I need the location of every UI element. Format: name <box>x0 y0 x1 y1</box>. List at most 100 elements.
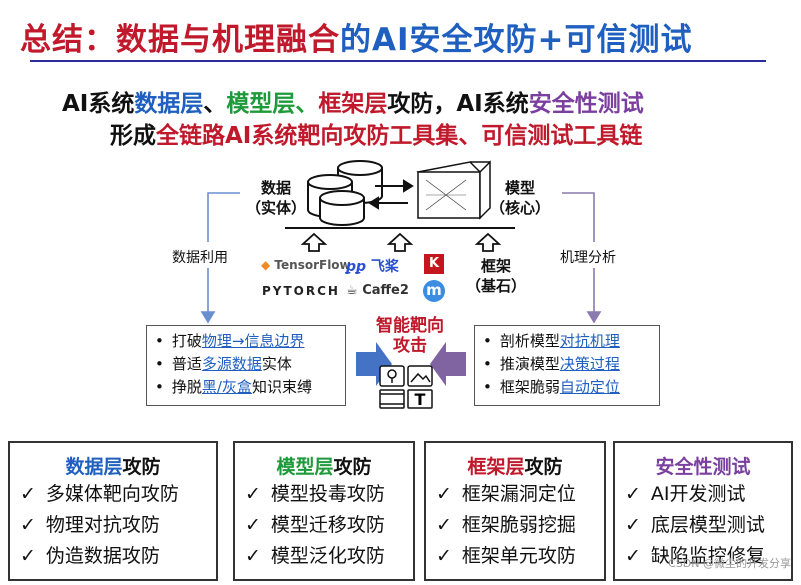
left_box-item-suffix: 实体 <box>261 355 292 373</box>
right_box-item: • 框架脆弱自动定位 <box>483 376 659 399</box>
bullet-icon: • <box>483 355 492 373</box>
bottom-box-item-text: 底层模型测试 <box>650 514 765 536</box>
subtitle1-d: 模型层 <box>226 91 296 117</box>
bottom-box-item-text: 多媒体靶向攻防 <box>45 483 179 505</box>
up-arrow-icons <box>300 232 502 252</box>
subtitle1-b: 数据层 <box>134 91 204 117</box>
bottom-box-item: ✓ 框架漏洞定位 <box>426 479 604 510</box>
bottom-box-item-text: 模型投毒攻防 <box>270 483 385 505</box>
bullet-icon: • <box>483 378 492 396</box>
check-icon: ✓ <box>245 483 261 505</box>
bottom-box-title-suffix: 攻防 <box>333 456 372 478</box>
bottom-box-title: 安全性测试 <box>615 452 791 479</box>
bottom-box-title: 数据层攻防 <box>10 452 216 479</box>
bottom-box-title: 模型层攻防 <box>235 452 413 479</box>
watermark: CSDN @微尘的开发分享 <box>668 557 791 570</box>
bottom-box-title-suffix: 攻防 <box>524 456 563 478</box>
targeted-attack-label: 智能靶向攻击 <box>376 316 444 356</box>
left_box-item-text: 打破 <box>171 332 202 350</box>
right_box-item-text: 框架脆弱 <box>499 378 560 396</box>
bottom-box-item: ✓ 框架脆弱挖掘 <box>426 510 604 541</box>
model-layer-label: 模型（核心） <box>489 179 550 217</box>
subtitle2-b: 全链路AI系统靶向攻防工具集、可信测试工具链 <box>156 123 643 149</box>
bottom-box: 数据层攻防 ✓ 多媒体靶向攻防 ✓物理对抗攻防✓伪造数据攻防 <box>8 441 218 581</box>
check-icon: ✓ <box>625 545 641 567</box>
framework-layer-label: 框架（基石） <box>465 257 526 295</box>
bottom-box-item: ✓ 模型泛化攻防 <box>235 541 413 572</box>
bottom-box: 安全性测试✓AI开发测试✓底层模型测试✓缺陷监控修复 <box>613 441 793 581</box>
subtitle1-a: AI系统 <box>62 91 135 117</box>
left_box-item: •挣脱黑/灰盒知识束缚 <box>155 376 345 399</box>
mechanism-analysis-label: 机理分析 <box>560 250 616 266</box>
bottom-box-title-layer: 安全性测试 <box>655 456 751 478</box>
bottom-box-item-text: 缺陷监控修复 <box>650 545 765 567</box>
bottom-box-item-text: 框架漏洞定位 <box>461 483 576 505</box>
subtitle-line-1: AI系统数据层、模型层、框架层攻防，AI系统安全性测试 <box>62 84 644 118</box>
left_box-item-text: 普适 <box>171 355 202 373</box>
left_box-item-suffix: 知识束缚 <box>251 378 312 396</box>
text-icon: T <box>415 390 426 409</box>
subtitle1-g: 攻防，AI系统 <box>387 91 529 117</box>
bottom-box-item: ✓底层模型测试 <box>615 510 791 541</box>
right_box-item-highlight: 自动定位 <box>559 378 620 396</box>
right_box-item-highlight: 决策过程 <box>559 355 620 373</box>
right_box-item-highlight: 对抗机理 <box>559 332 620 350</box>
database-icon <box>307 160 383 226</box>
bullet-icon: • <box>155 378 164 396</box>
check-icon: ✓ <box>20 545 36 567</box>
bottom-box-item-text: 模型泛化攻防 <box>270 545 385 567</box>
pytorch-logo: PYTORCH <box>262 284 340 298</box>
left_box-item: • 普适多源数据实体 <box>155 353 345 376</box>
left-flow-line <box>200 192 240 324</box>
data-utilization-box: •打破物理→信息边界•普适多源数据实体•挣脱黑/灰盒知识束缚 <box>146 325 346 406</box>
bottom-box-title-layer: 数据层 <box>65 456 123 478</box>
bullet-icon: • <box>155 355 164 373</box>
media-icons <box>379 365 433 409</box>
bottom-box-item: ✓伪造数据攻防 <box>10 541 216 572</box>
mechanism-analysis-box: •剖析模型对抗机理 • 推演模型决策过程 • 框架脆弱自动定位 <box>474 325 660 406</box>
exchange-arrows-icon <box>368 179 414 210</box>
diagram-graphics: T <box>200 160 602 409</box>
check-icon: ✓ <box>245 514 261 536</box>
check-icon: ✓ <box>436 483 452 505</box>
bottom-box-title-suffix: 攻防 <box>122 456 161 478</box>
bottom-box-item-text: 框架单元攻防 <box>461 545 576 567</box>
right-big-arrow <box>430 342 466 386</box>
subtitle1-h: 安全性测试 <box>528 91 644 117</box>
bottom-box-item-text: 模型迁移攻防 <box>270 514 385 536</box>
bullet-icon: • <box>155 332 164 350</box>
neural-network-icon <box>416 160 491 220</box>
data-layer-label: 数据（实体） <box>245 179 306 217</box>
title-divider <box>30 60 766 62</box>
bottom-box-item-text: 框架脆弱挖掘 <box>461 514 576 536</box>
bottom-box-item: ✓物理对抗攻防 <box>10 510 216 541</box>
subtitle-line-2: 形成全链路AI系统靶向攻防工具集、可信测试工具链 <box>110 116 642 150</box>
check-icon: ✓ <box>436 545 452 567</box>
subtitle2-a: 形成 <box>110 123 156 149</box>
right_box-item: • 推演模型决策过程 <box>483 353 659 376</box>
right-flow-line <box>562 192 602 324</box>
bottom-box-title-layer: 模型层 <box>276 456 334 478</box>
check-icon: ✓ <box>245 545 261 567</box>
left_box-item-highlight: 黑/灰盒 <box>201 378 252 396</box>
bottom-box-item: ✓ 多媒体靶向攻防 <box>10 479 216 510</box>
right_box-item: •剖析模型对抗机理 <box>483 330 659 353</box>
bottom-box: 模型层攻防 ✓ 模型投毒攻防 ✓ 模型迁移攻防 ✓ 模型泛化攻防 <box>233 441 415 581</box>
subtitle1-f: 框架层 <box>318 91 388 117</box>
right_box-item-text: 推演模型 <box>499 355 560 373</box>
page-title: 总结：数据与机理融合的AI安全攻防+可信测试 <box>20 14 693 59</box>
right_box-item-text: 剖析模型 <box>499 332 560 350</box>
check-icon: ✓ <box>436 514 452 536</box>
mxnet-logo: m <box>423 280 445 302</box>
bottom-box-title: 框架层攻防 <box>426 452 604 479</box>
bottom-box-item: ✓ 框架单元攻防 <box>426 541 604 572</box>
left_box-item-highlight: 多源数据 <box>201 355 262 373</box>
bottom-box-item: ✓ 模型迁移攻防 <box>235 510 413 541</box>
check-icon: ✓ <box>20 483 36 505</box>
title-part1: 总结：数据与机理融合 <box>20 22 340 58</box>
bottom-box-item: ✓ 模型投毒攻防 <box>235 479 413 510</box>
caffe2-logo: ☕ Caffe2 <box>346 283 409 298</box>
check-icon: ✓ <box>20 514 36 536</box>
subtitle1-c: 、 <box>203 91 227 117</box>
keras-logo: K <box>424 254 444 274</box>
